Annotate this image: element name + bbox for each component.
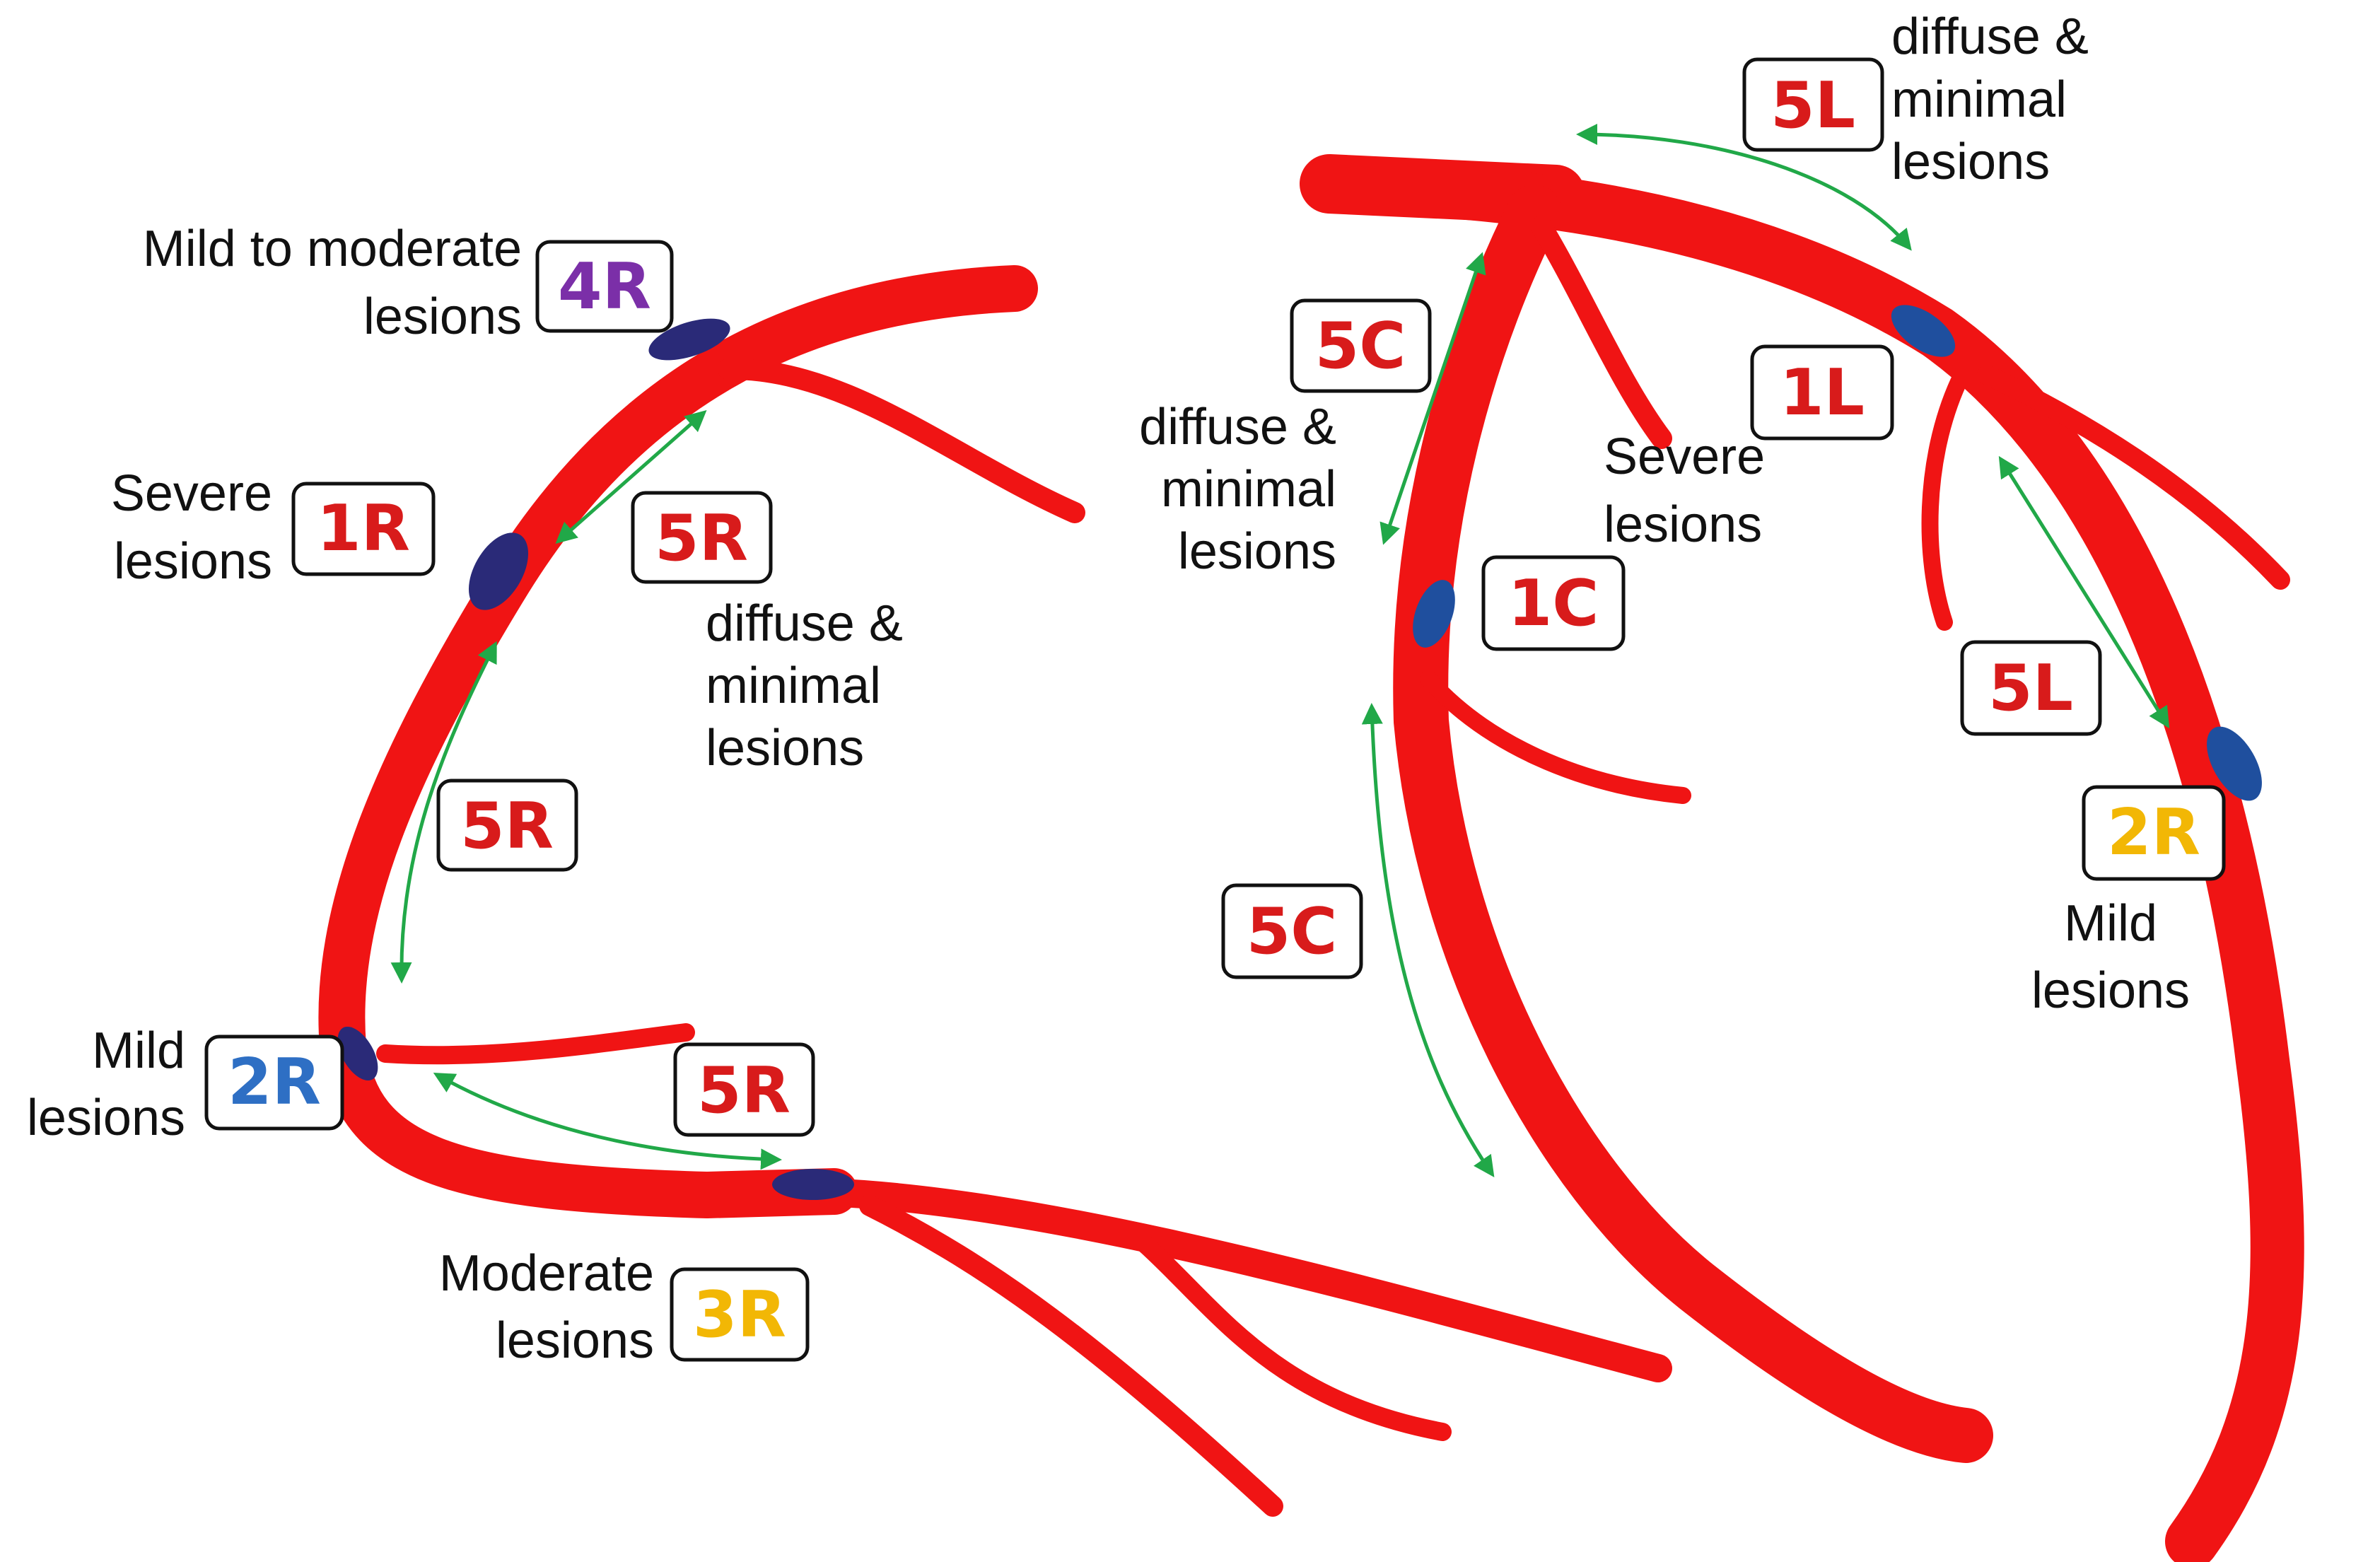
caption-5r-line2: minimal [706,658,881,714]
code-5r-upper-box [631,491,773,584]
code-1l: 1L [1780,356,1865,430]
code-5c-upper: 5C [1315,309,1406,383]
caption-1l-line2: lesions [1604,496,1762,553]
caption-1r-line1: Severe [111,465,272,522]
caption-5r-line3: lesions [706,720,864,776]
code-5r-middle-box [436,779,578,872]
caption-5l-line3: lesions [1891,134,2050,190]
caption-1l-line1: Severe [1604,429,1765,485]
code-2r-left: 2R [228,1045,321,1119]
code-3r-box [670,1267,810,1362]
caption-5r-line1: diffuse & [706,595,903,652]
lesion-2r-right-marker [2207,726,2262,801]
rca-middle-branch [376,1023,695,1065]
lcx-marginal-branch [1420,670,1691,804]
caption-1r-line2: lesions [114,533,272,590]
code-1r-box [291,482,436,576]
code-5r-middle: 5R [460,789,554,863]
range-arrow-5c-lower [1361,703,1495,1177]
code-5r-lower: 5R [697,1054,791,1128]
code-2r-left-box [204,1034,344,1131]
code-5c-lower-box [1221,883,1363,979]
lesion-2r-marker [337,1027,378,1080]
code-5l-upper: 5L [1771,69,1855,143]
caption-5l-line2: minimal [1891,71,2067,128]
code-2r-right-box [2082,785,2226,881]
lesion-4r-marker [648,318,730,361]
code-5r-upper: 5R [655,501,748,576]
caption-4r-line1: Mild to moderate [143,221,522,277]
code-2r-right: 2R [2107,795,2200,870]
code-5c-upper-box [1290,298,1432,393]
lad-diagonal-branch-2 [1921,373,1967,631]
code-1c-box [1481,555,1626,651]
lesion-1c-marker [1413,580,1455,648]
range-arrow-5r-middle [390,641,497,984]
caption-2r-right-line1: Mild [2064,895,2157,952]
code-1l-box [1750,344,1894,441]
code-1c: 1C [1508,566,1599,641]
lcx-upper-branch [1531,216,1672,449]
rca-distal-branch-3 [1136,1235,1452,1441]
code-5l-lower-box [1960,640,2102,736]
caption-3r-line1: Moderate [439,1245,654,1302]
code-5c-lower: 5C [1247,894,1338,969]
rca-distal-branch-2 [859,1195,1283,1517]
code-3r: 3R [693,1278,786,1352]
range-arrow-5l-upper [1576,124,1912,251]
code-4r: 4R [558,250,651,324]
range-arrow-5c-upper [1379,252,1486,545]
caption-2r-line2: lesions [27,1090,185,1146]
caption-5l-line1: diffuse & [1891,8,2089,65]
code-5l-upper-box [1742,57,1884,152]
range-arrow-5r-lower [433,1073,782,1170]
lesion-1r-marker [468,532,529,610]
code-4r-box [535,240,674,333]
caption-2r-right-line2: lesions [2031,962,2190,1019]
rca-distal-branch-1 [813,1178,1672,1382]
lesion-1l-marker [1891,305,1956,357]
range-arrow-5l-lower [1998,455,2170,729]
rca-upper-branch [718,358,1085,523]
code-5r-lower-box [673,1042,815,1137]
code-1r: 1R [317,491,410,566]
caption-3r-line2: lesions [496,1312,654,1369]
caption-5c-line1: diffuse & [1139,399,1336,455]
caption-2r-line1: Mild [92,1022,185,1079]
caption-5c-line2: minimal [1161,461,1336,518]
code-5l-lower: 5L [1988,651,2073,725]
lesion-3r-marker [772,1169,854,1200]
caption-4r-line2: lesions [363,288,522,345]
caption-5c-line3: lesions [1178,523,1336,580]
range-arrow-5r-upper [555,410,707,544]
